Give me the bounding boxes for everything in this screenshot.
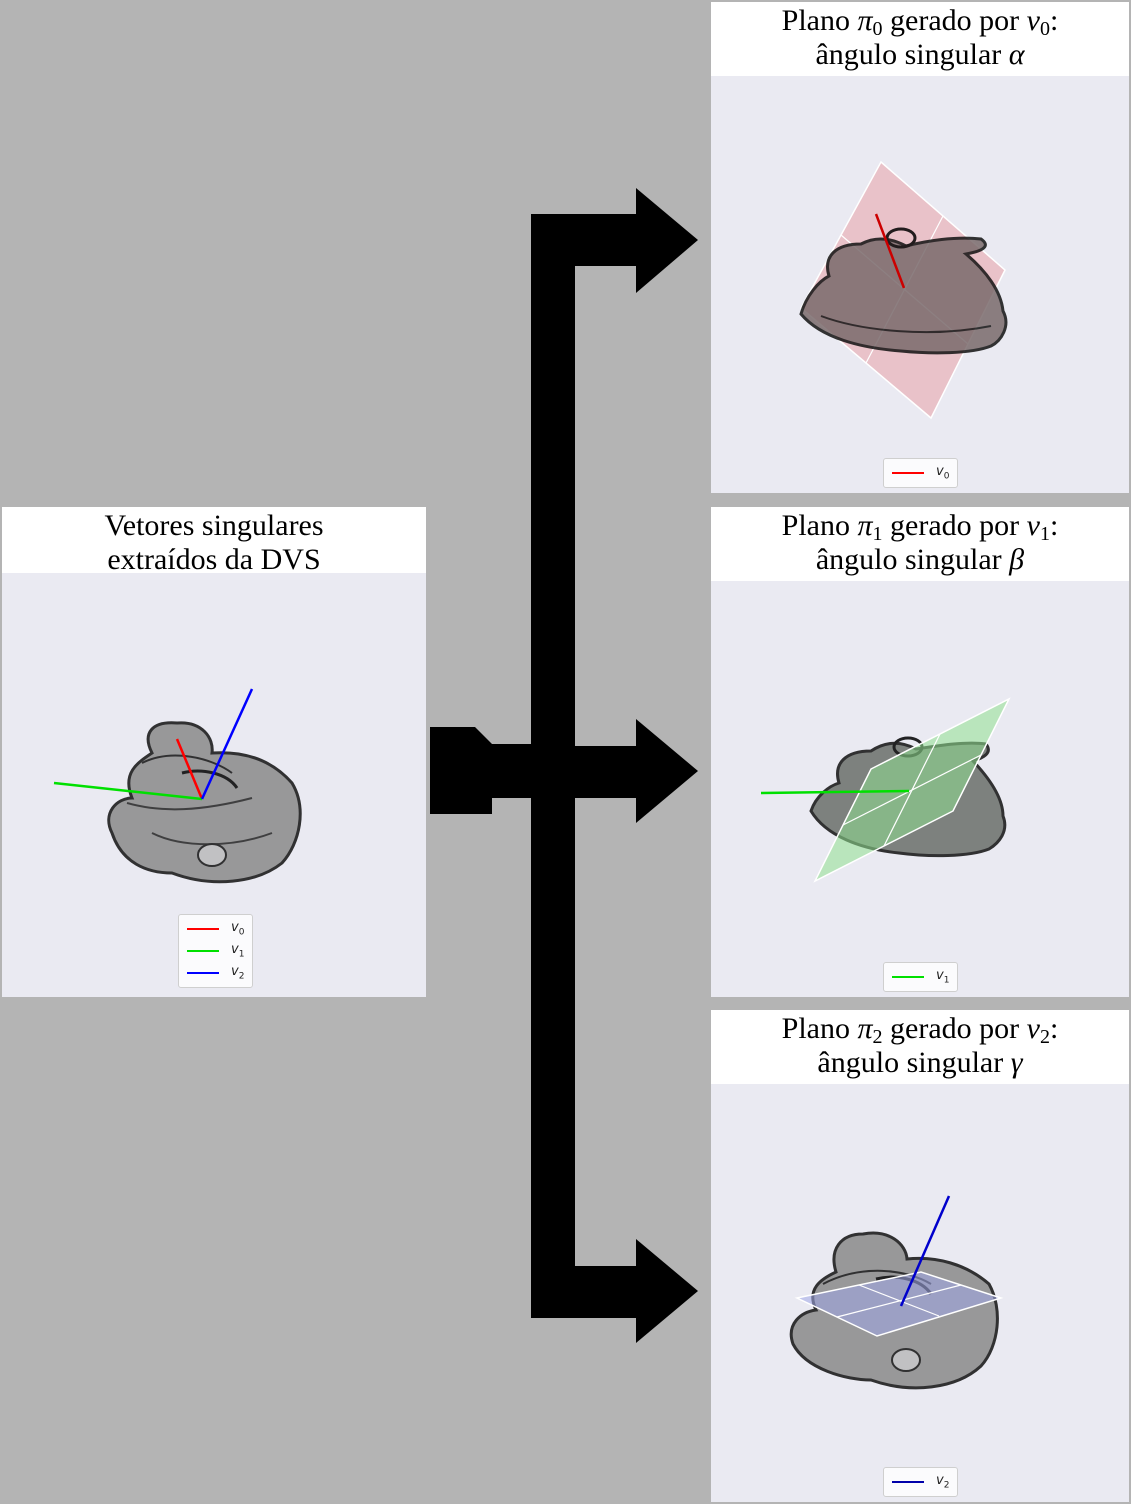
legend: v0 v1 v2	[178, 914, 254, 988]
legend-swatch	[187, 950, 219, 952]
panel-plane-pi1: Plano π1 gerado por v1: ângulo singular …	[711, 507, 1129, 997]
plot-area	[711, 1084, 1129, 1502]
legend: v0	[883, 458, 959, 488]
vector-v2	[899, 1195, 951, 1307]
legend-swatch	[892, 472, 924, 474]
legend-item-v0: v0	[187, 918, 244, 940]
vector-v0	[874, 213, 906, 289]
title-line-1: Plano π2 gerado por v2:	[781, 1012, 1059, 1048]
title-line-1: Vetores singulares	[104, 509, 324, 542]
arrowhead-bottom	[636, 1239, 698, 1343]
title-line-1: Plano π1 gerado por v1:	[781, 509, 1059, 545]
branch-bottom	[531, 1266, 637, 1318]
legend-label: v0	[936, 464, 950, 482]
title-line-2: ângulo singular β	[815, 543, 1025, 576]
legend-swatch	[187, 928, 219, 930]
panel-title: Vetores singulares extraídos da DVS	[2, 507, 426, 576]
connector-bar	[438, 744, 548, 798]
panel-title: Plano π0 gerado por v0: ângulo singular …	[711, 2, 1129, 76]
vector-v2	[200, 688, 254, 800]
title-line-2: ângulo singular γ	[817, 1046, 1023, 1079]
legend-item-v1: v1	[892, 966, 949, 988]
panel-plane-pi0: Plano π0 gerado por v0: ângulo singular …	[711, 2, 1129, 493]
vector-v1	[53, 781, 203, 801]
legend: v1	[883, 962, 959, 992]
bunny-mesh	[107, 721, 302, 884]
legend-item-v2: v2	[892, 1471, 949, 1493]
arrowhead-middle	[636, 719, 698, 823]
bunny-plot	[789, 1195, 1004, 1390]
bunny-plot	[760, 697, 1011, 883]
legend-swatch	[892, 1481, 924, 1483]
plot-area	[711, 581, 1129, 997]
plot-area	[711, 76, 1129, 493]
legend-item-v1: v1	[187, 940, 244, 962]
arrowhead-top	[636, 188, 698, 293]
plot-area	[2, 573, 426, 997]
legend-label: v0	[231, 920, 245, 938]
legend-label: v1	[231, 942, 245, 960]
panel-singular-vectors: Vetores singulares extraídos da DVS v0 v…	[2, 507, 426, 997]
legend-swatch	[892, 976, 924, 978]
title-line-2: extraídos da DVS	[107, 543, 321, 576]
legend-label: v2	[231, 964, 245, 982]
title-line-1: Plano π0 gerado por v0:	[781, 4, 1059, 40]
vector-v0	[175, 738, 204, 800]
bunny-plot	[799, 160, 1008, 420]
vector-v1	[760, 789, 910, 795]
legend-item-v2: v2	[187, 962, 244, 984]
bunny-plot	[53, 688, 302, 884]
legend-item-v0: v0	[892, 462, 949, 484]
legend: v2	[883, 1467, 959, 1497]
branch-middle	[531, 746, 637, 798]
branch-top	[531, 214, 637, 266]
panel-plane-pi2: Plano π2 gerado por v2: ângulo singular …	[711, 1010, 1129, 1502]
legend-swatch	[187, 972, 219, 974]
panel-title: Plano π1 gerado por v1: ângulo singular …	[711, 507, 1129, 581]
legend-label: v1	[936, 968, 950, 986]
bunny-mesh	[799, 227, 1008, 355]
legend-label: v2	[936, 1473, 950, 1491]
title-line-2: ângulo singular α	[815, 38, 1025, 71]
panel-title: Plano π2 gerado por v2: ângulo singular …	[711, 1010, 1129, 1084]
